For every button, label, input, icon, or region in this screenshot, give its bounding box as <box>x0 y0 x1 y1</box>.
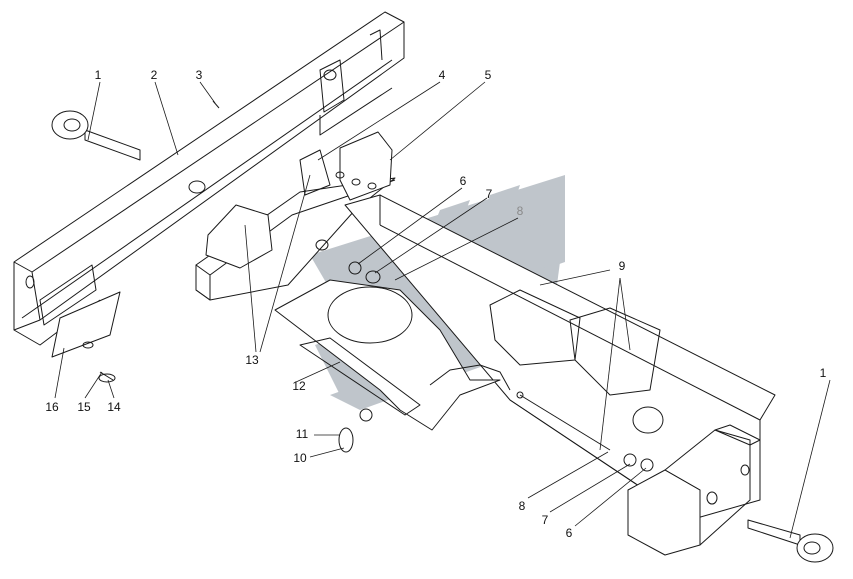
callout-9: 9 <box>618 259 626 273</box>
callout-14: 14 <box>107 400 121 414</box>
callout-1-rear: 1 <box>819 366 827 380</box>
callout-6-top: 6 <box>459 174 467 188</box>
callout-5: 5 <box>484 68 492 82</box>
tow-coupling-rear <box>747 519 834 563</box>
callout-3: 3 <box>195 68 203 82</box>
right-side-rail <box>344 194 776 521</box>
callout-10: 10 <box>293 451 307 465</box>
callout-7-top: 7 <box>485 187 493 201</box>
callout-15: 15 <box>77 400 91 414</box>
callout-13: 13 <box>245 353 259 367</box>
leader-lines <box>54 81 831 539</box>
callout-8-bottom: 8 <box>518 499 526 513</box>
bolt-14-15 <box>98 371 116 383</box>
washer-10-11 <box>338 408 373 453</box>
tow-coupling-front <box>51 110 141 161</box>
callout-2: 2 <box>150 68 158 82</box>
left-side-rail <box>13 11 405 346</box>
plate-16 <box>51 291 121 358</box>
callout-11: 11 <box>295 427 309 441</box>
callout-6-bottom: 6 <box>565 526 573 540</box>
callout-12: 12 <box>292 379 306 393</box>
callout-16: 16 <box>45 400 59 414</box>
callout-8-top: 8 <box>516 204 524 218</box>
front-cross-member <box>195 131 396 301</box>
bushing-6-7 <box>348 261 654 472</box>
rear-cross-member <box>627 424 761 556</box>
callout-7-bottom: 7 <box>541 513 549 527</box>
callout-4: 4 <box>438 68 446 82</box>
floor-plate <box>274 279 511 431</box>
callout-1-front: 1 <box>94 68 102 82</box>
